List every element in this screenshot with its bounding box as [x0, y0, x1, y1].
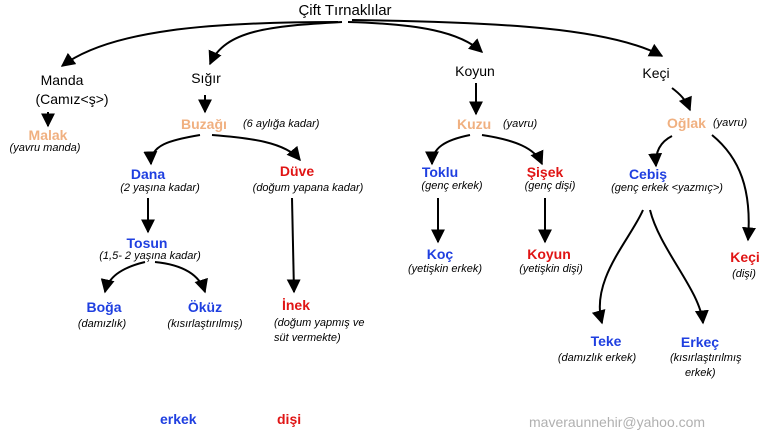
credit-email: maveraunnehir@yahoo.com	[529, 414, 706, 430]
node-erkec-note-line1: (kısırlaştırılmış	[670, 352, 742, 364]
node-tosun-note: (1,5- 2 yaşına kadar)	[99, 250, 201, 262]
arrow-cebis-teke	[591, 209, 644, 325]
node-malak-note: (yavru manda)	[9, 142, 81, 154]
node-erkec-note-line2: erkek)	[685, 367, 716, 379]
arrow-root-sigir	[208, 21, 343, 66]
arrow-duve-inek	[286, 197, 301, 294]
node-okuz: Öküz	[187, 299, 223, 315]
node-koc-note: (yetişkin erkek)	[408, 263, 482, 275]
arrow-root-keci	[351, 19, 664, 57]
node-kuzu: Kuzu	[457, 116, 492, 132]
node-teke-note: (damızlık erkek)	[557, 352, 637, 364]
node-koyun-female-note: (yetişkin dişi)	[519, 263, 583, 275]
arrow-tosun-okuz	[154, 261, 208, 294]
legend-male: erkek	[160, 411, 197, 427]
node-koyun-female: Koyun	[527, 246, 571, 262]
node-erkec: Erkeç	[680, 334, 720, 350]
node-cebis: Cebiş	[628, 166, 668, 182]
node-dana-note: (2 yaşına kadar)	[120, 182, 200, 194]
node-tosun: Tosun	[126, 235, 168, 251]
node-oglak: Oğlak	[667, 115, 706, 131]
node-koc: Koç	[426, 246, 454, 262]
node-cebis-note: (genç erkek <yazmıç>)	[611, 182, 723, 194]
node-duve-note: (doğum yapana kadar)	[252, 182, 364, 194]
node-boga-note: (damızlık)	[77, 318, 127, 330]
node-oglak-note: (yavru)	[713, 117, 748, 129]
arrow-kuzu-sisek	[481, 134, 544, 166]
arrow-kuzu-toklu	[425, 134, 471, 166]
node-malak: Malak	[28, 127, 68, 143]
arrow-root-manda	[60, 21, 339, 67]
node-inek-note-line1: (doğum yapmış ve	[274, 317, 365, 329]
node-toklu-note: (genç erkek)	[421, 180, 483, 192]
group-sigir: Sığır	[191, 70, 221, 86]
arrow-oglak-keci	[711, 134, 756, 242]
arrow-buzagi-dana	[143, 134, 201, 166]
node-kuzu-note: (yavru)	[503, 118, 538, 130]
node-boga: Boğa	[86, 299, 122, 315]
node-dana: Dana	[130, 166, 166, 182]
arrow-tosun-boga	[100, 261, 146, 294]
group-manda: Manda	[40, 72, 84, 88]
node-sisek: Şişek	[526, 164, 564, 180]
arrow-cebis-erkec	[649, 209, 709, 325]
arrow-buzagi-duve	[211, 134, 301, 162]
node-okuz-note: (kısırlaştırılmış)	[167, 318, 243, 330]
legend-female: dişi	[277, 411, 302, 427]
node-inek: İnek	[281, 297, 311, 313]
arrow-root-koyun	[347, 21, 484, 53]
group-koyun: Koyun	[455, 63, 495, 79]
arrow-keci-oglak	[671, 87, 692, 112]
group-keci: Keçi	[642, 65, 670, 81]
node-buzagi-note: (6 aylığa kadar)	[243, 118, 320, 130]
node-keci-female-note: (dişi)	[732, 268, 756, 280]
node-buzagi: Buzağı	[181, 116, 227, 132]
node-inek-note-line2: süt vermekte)	[274, 332, 341, 344]
node-teke: Teke	[590, 333, 622, 349]
root-title: Çift Tırnaklılar	[298, 2, 392, 19]
node-keci-female: Keçi	[730, 249, 760, 265]
group-manda-alt: (Camız<ş>)	[35, 91, 109, 107]
node-toklu: Toklu	[421, 164, 459, 180]
node-sisek-note: (genç dişi)	[524, 180, 576, 192]
node-duve: Düve	[279, 163, 315, 179]
arrow-oglak-cebis	[648, 135, 673, 168]
